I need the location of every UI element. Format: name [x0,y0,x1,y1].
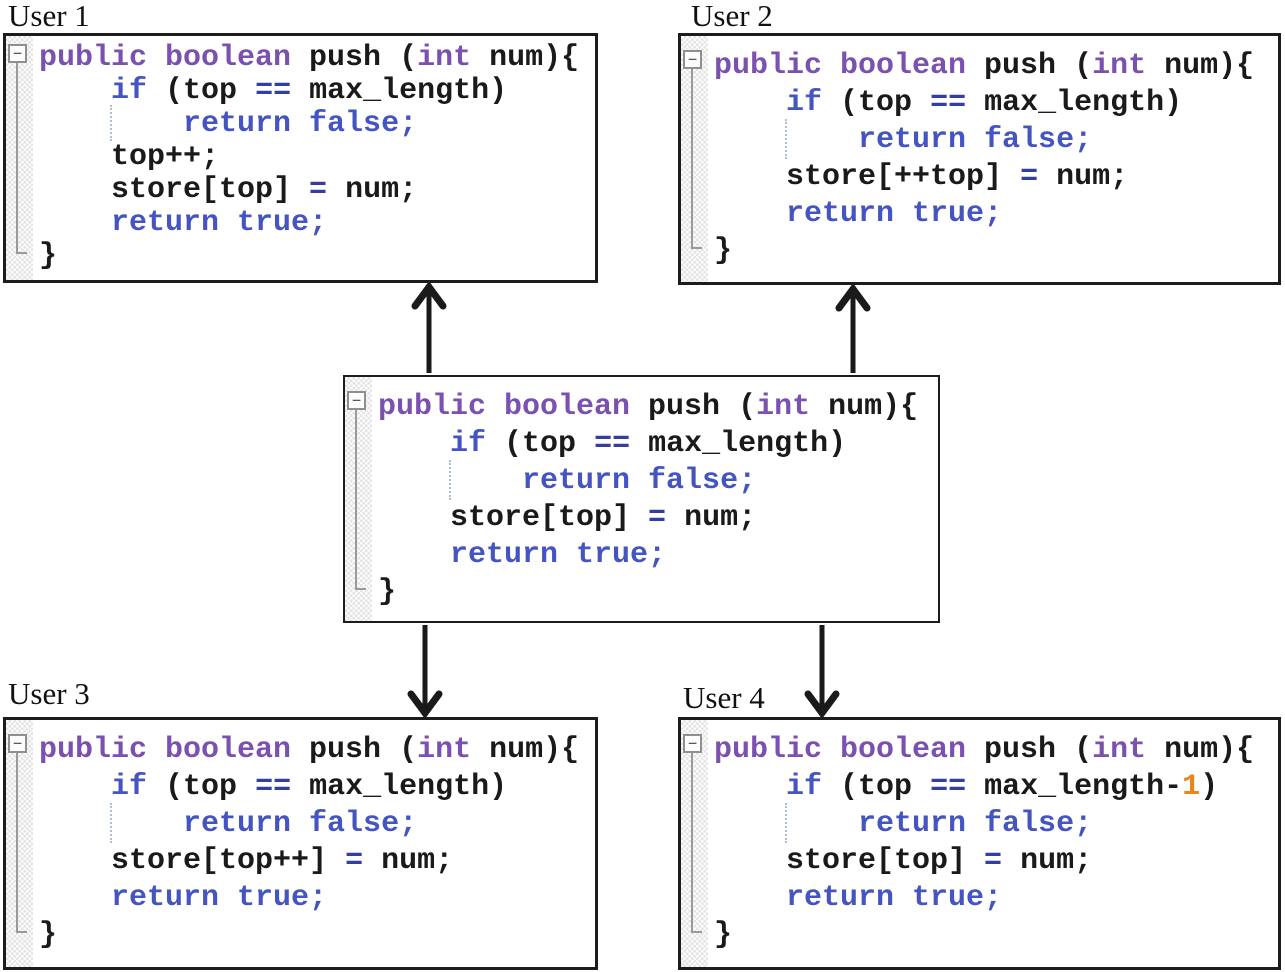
gutter [6,36,33,280]
fold-scope-foot [16,252,27,254]
code-text: public boolean push (int num){ if (top =… [39,733,580,952]
indent-guide [110,105,112,141]
fold-scope-foot [16,931,27,933]
arrow-up-to-user2-icon [835,285,871,373]
indent-guide [110,803,112,843]
gutter [681,720,708,967]
gutter [345,377,372,621]
fold-toggle-icon[interactable]: − [8,734,27,753]
fold-scope-line [691,753,693,933]
fold-toggle-icon[interactable]: − [683,734,702,753]
code-text: public boolean push (int num){ if (top =… [378,390,919,609]
user3-code-panel: − public boolean push (int num){ if (top… [3,717,598,970]
fold-toggle-icon[interactable]: − [683,50,702,69]
fold-scope-foot [691,247,702,249]
fold-scope-line [16,753,18,933]
fold-toggle-icon[interactable]: − [8,44,27,63]
fold-scope-line [16,63,18,254]
user1-code-panel: − public boolean push (int num){ if (top… [3,33,598,283]
fold-scope-foot [691,931,702,933]
code-text: public boolean push (int num){ if (top =… [714,49,1255,268]
gutter [6,720,33,967]
user3-label: User 3 [8,676,90,711]
indent-guide [785,119,787,159]
fold-scope-foot [355,588,366,590]
gutter [681,36,708,282]
user2-code-panel: − public boolean push (int num){ if (top… [678,33,1281,285]
fold-scope-line [691,69,693,249]
arrow-down-to-user3-icon [407,625,443,717]
arrow-up-to-user1-icon [411,283,447,373]
code-text: public boolean push (int num){ if (top =… [714,733,1255,952]
user4-label: User 4 [683,680,765,715]
user1-label: User 1 [8,0,90,33]
indent-guide [785,803,787,843]
arrow-down-to-user4-icon [804,625,840,717]
user2-label: User 2 [691,0,773,33]
user4-code-panel: − public boolean push (int num){ if (top… [678,717,1281,970]
shared-code-panel: − public boolean push (int num){ if (top… [343,375,940,623]
code-text: public boolean push (int num){ if (top =… [39,41,580,273]
indent-guide [449,460,451,500]
fold-toggle-icon[interactable]: − [347,391,366,410]
fold-scope-line [355,410,357,590]
